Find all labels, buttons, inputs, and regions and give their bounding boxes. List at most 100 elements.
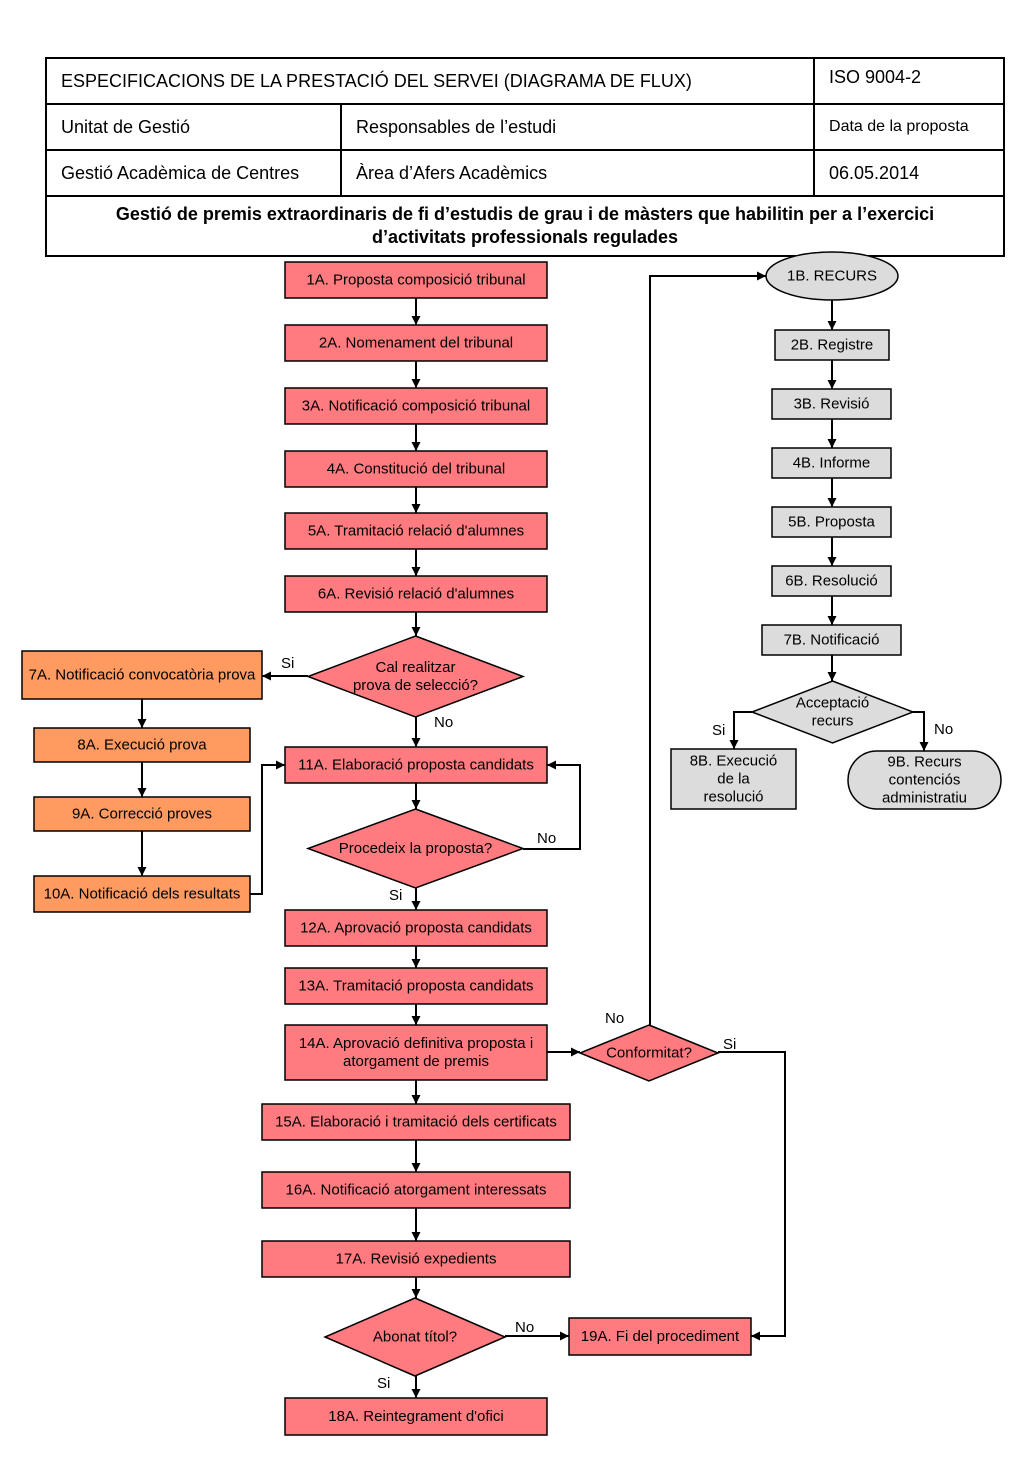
node-label: 11A. Elaboració proposta candidats (298, 757, 534, 774)
node-n10A: 10A. Notificació dels resultats (33, 875, 251, 913)
node-label: 3B. Revisió (794, 396, 870, 413)
node-label: Procedeix la proposta? (339, 840, 492, 857)
edge-label-prova-no: No (434, 714, 453, 731)
node-d_conformitat: Conformitat? (578, 1024, 720, 1082)
node-n19A: 19A. Fi del procediment (568, 1317, 752, 1356)
node-n6B: 6B. Resolució (771, 565, 892, 597)
process-title-line2: d’activitats professionals regulades (371, 227, 679, 247)
node-n4A: 4A. Constitució del tribunal (284, 450, 548, 488)
node-label: administratiu (882, 790, 967, 807)
node-label: recurs (812, 713, 854, 730)
edge-label-abonat-no: No (515, 1319, 534, 1336)
node-n3A: 3A. Notificació composició tribunal (284, 387, 548, 425)
node-n18A: 18A. Reintegrament d'ofici (284, 1397, 548, 1436)
node-label: 1B. RECURS (787, 268, 877, 285)
node-d_abonat: Abonat títol? (323, 1297, 507, 1377)
node-n14A: 14A. Aprovació definitiva proposta iator… (284, 1024, 548, 1081)
flow-arrow (913, 711, 929, 751)
node-label: 2B. Registre (791, 337, 874, 354)
node-label: 15A. Elaboració i tramitació dels certif… (275, 1114, 557, 1131)
flow-arrow (649, 271, 766, 1025)
node-label: 1A. Proposta composició tribunal (306, 272, 525, 289)
node-n15A: 15A. Elaboració i tramitació dels certif… (261, 1103, 571, 1141)
node-n5B: 5B. Proposta (771, 506, 892, 538)
node-label: 17A. Revisió expedients (336, 1251, 497, 1268)
node-n7B: 7B. Notificació (761, 624, 902, 656)
node-n13A: 13A. Tramitació proposta candidats (284, 967, 548, 1005)
edge-label-acceptacio-si: Si (712, 722, 725, 739)
flow-arrow (250, 760, 285, 895)
node-label: 4B. Informe (793, 455, 871, 472)
node-label: de la (717, 771, 750, 788)
node-label: 9B. Recurs (887, 754, 961, 771)
node-label: 12A. Aprovació proposta candidats (300, 920, 532, 937)
edge-label-conformitat-no: No (605, 1010, 624, 1027)
node-label: Acceptació (796, 695, 869, 712)
node-n6A: 6A. Revisió relació d'alumnes (284, 575, 548, 613)
node-label: 10A. Notificació dels resultats (44, 886, 241, 903)
unit-value: Gestió Acadèmica de Centres (45, 149, 342, 197)
node-n1A: 1A. Proposta composició tribunal (284, 261, 548, 299)
node-label: 7A. Notificació convocatòria prova (29, 667, 256, 684)
edges (137, 271, 929, 1398)
node-label: 8A. Execució prova (77, 737, 207, 754)
node-n4B: 4B. Informe (771, 447, 892, 479)
edge-label-acceptacio-no: No (934, 721, 953, 738)
edge-label-procedeix-si: Si (389, 887, 402, 904)
process-title-line1: Gestió de premis extraordinaris de fi d’… (115, 204, 935, 224)
node-label: 5B. Proposta (788, 514, 875, 531)
node-label: 3A. Notificació composició tribunal (302, 398, 530, 415)
node-label: 13A. Tramitació proposta candidats (298, 978, 533, 995)
node-label: 6A. Revisió relació d'alumnes (318, 586, 514, 603)
edge-label-procedeix-no: No (537, 830, 556, 847)
responsible-value: Àrea d’Afers Acadèmics (339, 149, 816, 197)
node-n8A: 8A. Execució prova (33, 727, 251, 763)
node-n16A: 16A. Notificació atorgament interessats (261, 1171, 571, 1209)
nodes: 1A. Proposta composició tribunal 2A. Nome… (21, 251, 1002, 1436)
node-label: atorgament de premis (343, 1053, 489, 1070)
node-n12A: 12A. Aprovació proposta candidats (284, 909, 548, 947)
node-label: 14A. Aprovació definitiva proposta i (299, 1035, 533, 1052)
node-label: 18A. Reintegrament d'ofici (328, 1408, 503, 1425)
header-table: ESPECIFICACIONS DE LA PRESTACIÓ DEL SERV… (44, 57, 1006, 257)
node-n3B: 3B. Revisió (771, 388, 892, 420)
spec-title: ESPECIFICACIONS DE LA PRESTACIÓ DEL SERV… (44, 57, 816, 105)
node-label: 7B. Notificació (784, 632, 880, 649)
flow-arrow (729, 711, 752, 749)
node-label: Cal realitzar (375, 659, 455, 676)
iso-code: ISO 9004-2 (813, 57, 1006, 105)
date-label: Data de la proposta (813, 103, 1006, 151)
process-title: Gestió de premis extraordinaris de fi d’… (44, 195, 1006, 257)
edge-label-abonat-si: Si (377, 1375, 390, 1392)
node-n17A: 17A. Revisió expedients (261, 1240, 571, 1278)
flow-arrow (718, 1051, 786, 1341)
node-label: prova de selecció? (353, 677, 478, 694)
node-label: 8B. Execució (690, 753, 778, 770)
node-label: Abonat títol? (373, 1329, 457, 1346)
node-label: 9A. Correcció proves (72, 806, 212, 823)
node-n5A: 5A. Tramitació relació d'alumnes (284, 512, 548, 550)
node-label: Conformitat? (606, 1045, 692, 1062)
edge-label-prova-si: Si (281, 655, 294, 672)
node-d_procedeix: Procedeix la proposta? (305, 808, 526, 889)
node-label: resolució (703, 789, 763, 806)
node-n1B: 1B. RECURS (765, 251, 899, 301)
unit-label: Unitat de Gestió (45, 103, 342, 151)
node-n2B: 2B. Registre (774, 329, 890, 361)
node-n2A: 2A. Nomenament del tribunal (284, 324, 548, 362)
node-label: 6B. Resolució (785, 573, 878, 590)
node-label: 16A. Notificació atorgament interessats (286, 1182, 547, 1199)
date-value: 06.05.2014 (813, 149, 1006, 197)
node-label: 4A. Constitució del tribunal (327, 461, 505, 478)
node-label: 5A. Tramitació relació d'alumnes (308, 523, 524, 540)
node-n11A: 11A. Elaboració proposta candidats (284, 746, 548, 784)
edge-label-conformitat-si: Si (723, 1036, 736, 1053)
node-label: 19A. Fi del procediment (581, 1328, 740, 1345)
flow-arrow (523, 760, 581, 850)
